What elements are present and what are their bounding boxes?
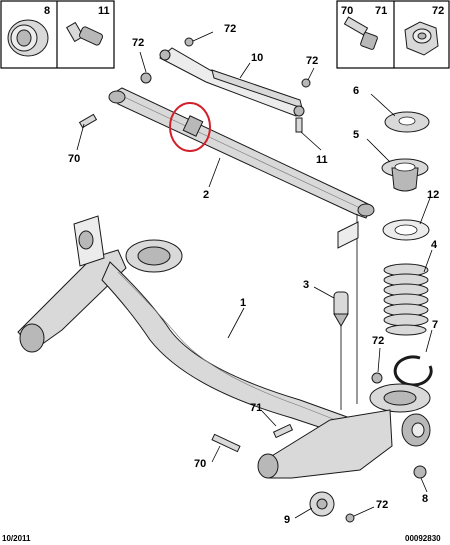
- callout-72-top-mid: 72: [224, 23, 236, 35]
- callout-5: 5: [353, 129, 359, 141]
- bolt-70-71-illustration: [343, 16, 378, 50]
- nut-72-lower: [371, 372, 383, 384]
- bolt-70-rod: [78, 113, 98, 129]
- spring-pad-12: [382, 219, 430, 241]
- spring-seat-5: [381, 158, 429, 192]
- bolt-11-top: [295, 117, 303, 133]
- spring-seat-6: [384, 111, 430, 133]
- callout-72-lower: 72: [372, 335, 384, 347]
- nut-72-bottom: [345, 513, 355, 523]
- callout-72-bottom: 72: [376, 499, 388, 511]
- footer-reference: 00092830: [405, 534, 441, 543]
- callout-71-lower: 71: [250, 402, 262, 414]
- callout-72-top-left: 72: [132, 37, 144, 49]
- bump-stop-3: [333, 291, 349, 327]
- panhard-rod-2: [108, 87, 375, 219]
- callout-4: 4: [431, 239, 438, 251]
- callout-72-top-right: 72: [306, 55, 318, 67]
- callout-7: 7: [432, 319, 438, 331]
- inset-box-left: 8 11: [0, 0, 115, 69]
- bush-8-illustration: [7, 19, 49, 57]
- callout-8: 8: [44, 5, 50, 17]
- bolt-70-lower: [211, 433, 241, 453]
- bolt-71-lower: [272, 423, 294, 439]
- nut-72-top-right: [301, 78, 311, 88]
- coil-spring-4: [383, 263, 429, 336]
- rod-bracket-10: [159, 47, 305, 117]
- callout-8-lower: 8: [422, 493, 428, 505]
- callout-11: 11: [98, 5, 110, 17]
- bolt-11-illustration: [65, 21, 104, 46]
- nut-8-lower: [413, 465, 427, 479]
- callout-72: 72: [432, 5, 444, 17]
- bush-9: [309, 491, 335, 517]
- footer-date: 10/2011: [2, 534, 31, 543]
- callout-6: 6: [353, 85, 359, 97]
- callout-3: 3: [303, 279, 309, 291]
- callout-9: 9: [284, 514, 290, 526]
- callout-70-rod: 70: [68, 153, 80, 165]
- callout-2: 2: [203, 189, 209, 201]
- highlight-circle: [169, 102, 211, 152]
- callout-10: 10: [251, 52, 263, 64]
- callout-70-lower: 70: [194, 458, 206, 470]
- callout-1: 1: [240, 297, 246, 309]
- rear-axle-beam-1: [17, 215, 431, 479]
- callout-70: 70: [341, 5, 353, 17]
- nut-72-top-left: [140, 72, 152, 84]
- callout-12: 12: [427, 189, 439, 201]
- circlip-7: [393, 355, 433, 387]
- callout-71: 71: [375, 5, 387, 17]
- nut-72-top-mid: [184, 37, 194, 47]
- nut-72-illustration: [404, 21, 439, 56]
- guide-plate: [337, 221, 359, 249]
- inset-box-right: 70 71 72: [336, 0, 450, 69]
- callout-11-rod: 11: [316, 154, 328, 166]
